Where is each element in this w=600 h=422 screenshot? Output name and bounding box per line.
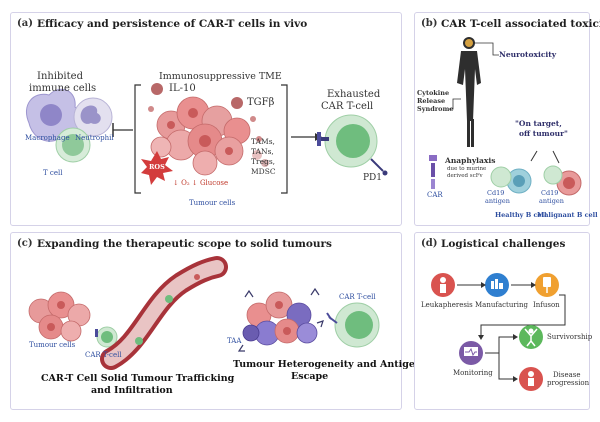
- ros-burst: [141, 151, 173, 185]
- cd19-a-1: Cd19: [487, 189, 505, 197]
- inhibition-arrow: [112, 123, 133, 137]
- panel-d-graphics: [431, 273, 566, 391]
- neutrophil-cell: [73, 97, 113, 137]
- o2-glucose-label: ↓ O₂ ↓ Glucose: [173, 179, 229, 187]
- car-tcell-label-2: CAR T-cell: [339, 293, 376, 301]
- tumour-cluster: [28, 291, 91, 342]
- car-receptor-icon: [429, 155, 437, 189]
- cd19-b-1: Cd19: [541, 189, 559, 197]
- mdsc-label: MDSC: [251, 167, 276, 176]
- panel-title: CAR T-cell associated toxicities: [441, 18, 600, 30]
- il10-label: IL-10: [169, 83, 196, 94]
- healthy-b-cell-label: Healthy B cell: [495, 211, 547, 219]
- car-tcell-label: CAR T-cell: [321, 101, 374, 112]
- panel-title: Expanding the therapeutic scope to solid…: [37, 238, 332, 250]
- survivorship-label: Survivorship: [547, 333, 593, 341]
- blood-vessel: [100, 256, 228, 370]
- healthy-b-cell: [490, 166, 532, 194]
- right-bracket: [281, 84, 288, 194]
- panel-solid-tumours: (c) Expanding the therapeutic scope to s…: [10, 232, 422, 410]
- panel-toxicities: (b) CAR T-cell associated toxicities Neu…: [414, 12, 600, 226]
- tumour-cells-label: Tumour cells: [189, 199, 236, 207]
- tregs-label: Tregs,: [251, 157, 276, 166]
- crs-label-2: Release: [417, 97, 446, 105]
- infusion-icon: [535, 273, 559, 297]
- crs-label-1: Cytokine: [417, 89, 450, 97]
- cd19-a-2: antigen: [485, 197, 510, 205]
- tumour-mass: [150, 96, 251, 176]
- anaph-note-2: derived scFv: [447, 173, 483, 179]
- taa-label: TAA: [227, 337, 242, 345]
- tcell-label: T cell: [43, 169, 63, 177]
- caption-trafficking-2: and Infiltration: [91, 385, 173, 396]
- car-tcell-large: [326, 302, 380, 348]
- panel-c-graphics: [28, 256, 380, 370]
- infusion-label: Infuson: [533, 301, 560, 309]
- tams-label: TAMs,: [251, 137, 275, 146]
- disease-progression-icon: [519, 367, 543, 391]
- cd19-b-2: antigen: [539, 197, 564, 205]
- panel-b-graphics: [429, 37, 582, 196]
- exhausted-car-tcell: [317, 114, 388, 176]
- left-bracket: [134, 84, 141, 194]
- disease-label-1: Disease: [553, 371, 581, 379]
- caption-heterogeneity-1: Tumour Heterogeneity and Antigen: [233, 359, 422, 370]
- panel-efficacy: (a) Efficacy and persistence of CAR-T ce…: [10, 12, 402, 226]
- macrophage-label: Macrophage: [25, 134, 70, 142]
- macrophage-cell: [26, 88, 82, 142]
- malignant-b-cell-label: Malignant B cell: [537, 211, 598, 219]
- neutrophil-label: Neutrophil: [75, 134, 114, 142]
- il10-dot: [151, 83, 163, 95]
- caption-trafficking-1: CAR-T Cell Solid Tumour Trafficking: [41, 373, 235, 384]
- panel-a-graphics: [26, 83, 388, 194]
- panel-letter: (b): [421, 18, 438, 29]
- panel-title: Logistical challenges: [441, 238, 566, 250]
- disease-label-2: progression: [547, 379, 590, 387]
- monitoring-label: Monitoring: [453, 369, 493, 377]
- tme-label: Immunosuppressive TME: [159, 71, 282, 82]
- tgfb-dot: [231, 97, 243, 109]
- car-tcell-small: [95, 326, 118, 348]
- leukapheresis-icon: [431, 273, 455, 297]
- ros-label: ROS: [149, 163, 165, 171]
- human-figure: [457, 37, 481, 147]
- immune-cells-label: immune cells: [29, 83, 97, 94]
- crs-label-3: Syndrome: [417, 105, 454, 113]
- tans-label: TANs,: [251, 147, 274, 156]
- panel-letter: (a): [17, 18, 33, 29]
- t-cell: [55, 127, 91, 163]
- tumour-cells-label: Tumour cells: [29, 341, 76, 349]
- panel-title: Efficacy and persistence of CAR-T cells …: [37, 18, 308, 30]
- neurotoxicity-label: Neurotoxicity: [499, 50, 557, 59]
- tgfb-label: TGFβ: [247, 97, 275, 108]
- anaphylaxis-label: Anaphylaxis: [445, 156, 496, 165]
- panel-logistics: (d) Logistical challenges Leukapheresis …: [414, 232, 593, 410]
- malignant-b-cell: [543, 165, 582, 196]
- monitoring-icon: [459, 341, 483, 365]
- inhibited-label: Inhibited: [37, 71, 83, 82]
- caption-heterogeneity-2: Escape: [291, 371, 329, 382]
- manufacturing-icon: [485, 273, 509, 297]
- heterogeneous-tumour: [237, 287, 324, 352]
- panel-letter: (c): [17, 238, 33, 249]
- anaph-note-1: due to murine: [447, 166, 487, 172]
- car-tcell-label-1: CAR T-cell: [85, 351, 122, 359]
- pd1-label: PD1: [363, 173, 382, 183]
- on-target-label-2: off tumour": [519, 129, 568, 138]
- survivorship-icon: [519, 325, 543, 349]
- exhausted-label: Exhausted: [327, 89, 381, 100]
- on-target-label-1: "On target,: [515, 119, 562, 128]
- car-label: CAR: [427, 191, 443, 199]
- leukapheresis-label: Leukapheresis: [421, 301, 473, 309]
- panel-letter: (d): [421, 238, 438, 249]
- manufacturing-label: Manufacturing: [475, 301, 528, 309]
